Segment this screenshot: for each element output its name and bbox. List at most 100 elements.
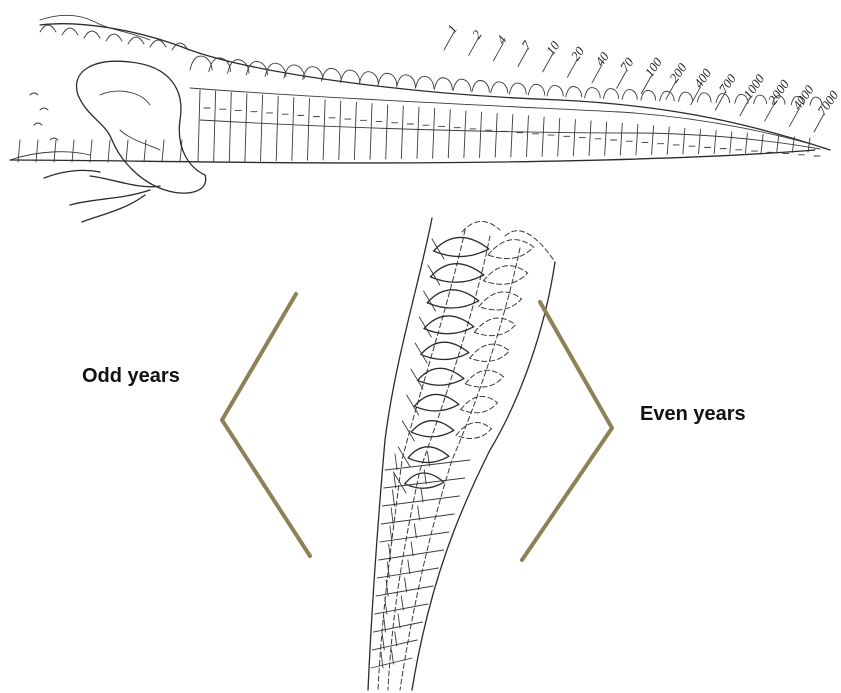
even-years-bracket bbox=[522, 302, 612, 560]
leaf-scute-left bbox=[418, 368, 464, 385]
scale-leader-line bbox=[518, 48, 528, 66]
leaf-scute-left bbox=[411, 421, 454, 437]
even-years-label: Even years bbox=[640, 403, 746, 426]
scale-leader-line bbox=[765, 103, 775, 121]
back-scale bbox=[128, 37, 144, 44]
segment-divider bbox=[424, 470, 426, 484]
segment-line bbox=[558, 118, 560, 156]
scute-edge bbox=[407, 395, 419, 415]
dorsal-scute bbox=[340, 70, 360, 83]
segment-line bbox=[36, 140, 38, 162]
dorsal-scute bbox=[678, 92, 692, 101]
scute-edge bbox=[424, 291, 436, 311]
dorsal-scute bbox=[566, 86, 582, 96]
odd-years-label: Odd years bbox=[82, 365, 180, 388]
leaf-scute-left bbox=[430, 264, 483, 283]
segment-line bbox=[245, 94, 247, 162]
segment-line bbox=[323, 100, 325, 160]
segment-row bbox=[375, 604, 428, 614]
leaf-scute-right bbox=[461, 396, 498, 412]
segment-line bbox=[339, 101, 341, 160]
scale-number: 4000 bbox=[790, 82, 817, 112]
segment-divider bbox=[392, 650, 394, 664]
scale-leader-line bbox=[543, 54, 553, 72]
segment-divider bbox=[401, 596, 403, 610]
segment-line bbox=[605, 122, 607, 155]
segment-line bbox=[54, 140, 56, 162]
lower-tail-segments bbox=[371, 452, 470, 668]
segment-line bbox=[542, 117, 544, 156]
scale-number: 10 bbox=[543, 38, 563, 58]
segment-line bbox=[730, 132, 732, 153]
scale-number: 1 bbox=[444, 22, 460, 36]
scale-number: 200 bbox=[666, 60, 690, 85]
segment-line bbox=[198, 90, 200, 162]
segment-line bbox=[162, 140, 164, 162]
segment-line bbox=[745, 133, 747, 153]
dorsal-scute bbox=[660, 91, 674, 101]
segment-divider bbox=[395, 632, 397, 646]
dorsal-scute bbox=[585, 88, 601, 98]
segment-line bbox=[511, 115, 513, 157]
segment-line bbox=[683, 128, 685, 154]
scale-number: 20 bbox=[568, 43, 588, 63]
segment-line bbox=[589, 121, 591, 156]
segment-line bbox=[573, 120, 575, 156]
segment-row bbox=[380, 532, 449, 542]
scale-leader-line bbox=[444, 32, 454, 50]
segment-line bbox=[72, 140, 74, 162]
scale-number: 40 bbox=[592, 49, 612, 69]
segment-line bbox=[276, 96, 278, 161]
leaf-scute-right bbox=[479, 292, 522, 310]
scale-number: 700 bbox=[716, 71, 740, 96]
dorsal-scute bbox=[547, 85, 563, 96]
segment-row bbox=[374, 622, 423, 632]
segment-divider bbox=[408, 560, 410, 574]
segment-line bbox=[386, 105, 388, 159]
segment-divider bbox=[428, 452, 430, 466]
scute-edge bbox=[428, 265, 440, 285]
dorsal-scute bbox=[697, 93, 711, 102]
segment-line bbox=[667, 127, 669, 154]
dorsal-scute bbox=[603, 89, 618, 99]
dorsal-scute bbox=[359, 72, 378, 84]
segment-divider bbox=[421, 488, 423, 502]
dorsal-scute bbox=[190, 56, 212, 70]
dorsal-scute bbox=[378, 73, 397, 85]
back-scale bbox=[40, 25, 56, 32]
scute-edge bbox=[419, 317, 431, 337]
odd-years-bracket bbox=[222, 294, 310, 556]
dorsal-scute bbox=[397, 75, 416, 87]
segment-line bbox=[526, 116, 528, 157]
leaf-scute-right bbox=[483, 266, 527, 285]
segment-divider bbox=[391, 508, 393, 524]
segment-line bbox=[370, 104, 372, 160]
scale-leader-line bbox=[789, 109, 799, 127]
scale-number: 100 bbox=[642, 54, 666, 79]
segment-line bbox=[620, 123, 622, 155]
segment-line bbox=[495, 113, 497, 157]
segment-divider bbox=[411, 542, 413, 556]
back-scale bbox=[62, 28, 78, 35]
vertical-tail-illustration bbox=[368, 218, 555, 690]
scale-number: 400 bbox=[691, 65, 715, 90]
segment-divider bbox=[398, 614, 400, 628]
segment-divider bbox=[418, 506, 420, 520]
dorsal-scute bbox=[472, 81, 489, 92]
dorsal-scute bbox=[453, 79, 471, 90]
segment-line bbox=[292, 97, 294, 160]
dorsal-scute bbox=[641, 90, 656, 100]
dorsal-scute bbox=[509, 83, 526, 94]
segment-line bbox=[18, 140, 20, 162]
scale-leader-line bbox=[740, 98, 750, 116]
segment-row bbox=[379, 550, 444, 560]
segment-line bbox=[108, 140, 110, 162]
leaf-scute-left bbox=[405, 473, 444, 488]
scute-edge bbox=[415, 343, 427, 363]
segment-line bbox=[761, 134, 763, 152]
scale-leader-line bbox=[666, 81, 676, 99]
segment-line bbox=[229, 92, 231, 161]
leaf-scute-right bbox=[488, 240, 534, 259]
